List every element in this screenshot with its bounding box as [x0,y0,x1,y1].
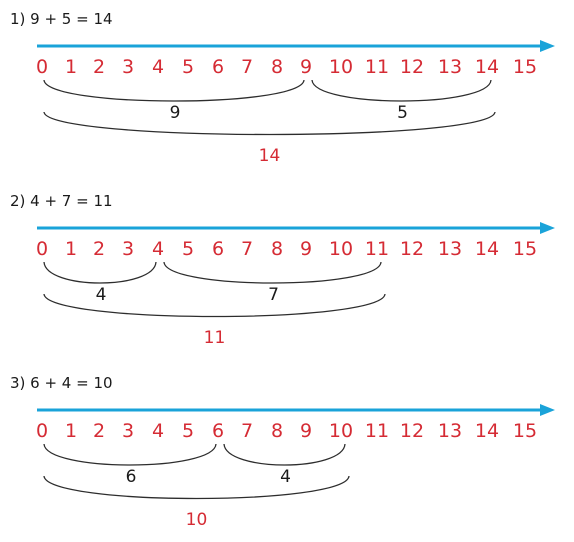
total-arc [43,293,386,318]
tick-label: 8 [271,238,283,260]
tick-label: 1 [65,238,77,260]
tick-label: 13 [438,420,462,442]
tick-label: 3 [122,238,134,260]
first-addend-label: 9 [170,103,181,123]
jump-arc-second [311,79,492,102]
tick-label: 13 [438,56,462,78]
tick-label: 13 [438,238,462,260]
tick-label: 0 [36,420,48,442]
tick-label: 4 [152,420,164,442]
tick-label: 9 [300,420,312,442]
tick-label: 10 [329,238,353,260]
tick-label: 6 [212,56,224,78]
tick-label: 4 [152,56,164,78]
tick-label: 14 [475,238,499,260]
sum-label: 11 [204,328,226,348]
jump-arc-second [223,443,346,466]
sum-label: 10 [186,510,208,530]
problem-label: 2) 4 + 7 = 11 [10,192,113,210]
tick-label: 5 [182,56,194,78]
tick-label: 0 [36,56,48,78]
tick-label: 8 [271,56,283,78]
first-addend-label: 6 [126,467,137,487]
tick-label: 0 [36,238,48,260]
tick-label: 2 [93,56,105,78]
tick-label: 15 [513,238,537,260]
first-addend-label: 4 [96,285,107,305]
tick-label: 7 [241,238,253,260]
tick-label: 14 [475,420,499,442]
second-addend-label: 4 [280,467,291,487]
tick-label: 9 [300,56,312,78]
tick-label: 11 [365,238,389,260]
number-line-arrow-icon [540,404,555,416]
tick-label: 12 [400,420,424,442]
tick-label: 12 [400,238,424,260]
problem-label: 3) 6 + 4 = 10 [10,374,113,392]
second-addend-label: 7 [268,285,279,305]
total-arc [43,475,350,500]
tick-label: 6 [212,238,224,260]
tick-label: 2 [93,238,105,260]
tick-label: 2 [93,420,105,442]
tick-label: 10 [329,420,353,442]
tick-label: 11 [365,56,389,78]
tick-label: 10 [329,56,353,78]
number-line-arrow-icon [540,222,555,234]
tick-label: 7 [241,56,253,78]
tick-label: 1 [65,56,77,78]
tick-label: 15 [513,56,537,78]
tick-label: 11 [365,420,389,442]
jump-arc-first [43,443,217,466]
tick-label: 5 [182,420,194,442]
tick-label: 3 [122,56,134,78]
tick-label: 12 [400,56,424,78]
tick-label: 7 [241,420,253,442]
sum-label: 14 [259,146,281,166]
tick-label: 8 [271,420,283,442]
tick-label: 6 [212,420,224,442]
tick-label: 15 [513,420,537,442]
tick-label: 5 [182,238,194,260]
tick-label: 9 [300,238,312,260]
jump-arc-second [163,261,382,284]
tick-label: 3 [122,420,134,442]
tick-label: 1 [65,420,77,442]
number-line-arrow-icon [540,40,555,52]
jump-arc-first [43,261,157,284]
problem-label: 1) 9 + 5 = 14 [10,10,113,28]
tick-label: 14 [475,56,499,78]
tick-label: 4 [152,238,164,260]
second-addend-label: 5 [397,103,408,123]
jump-arc-first [43,79,305,102]
total-arc [43,111,496,136]
